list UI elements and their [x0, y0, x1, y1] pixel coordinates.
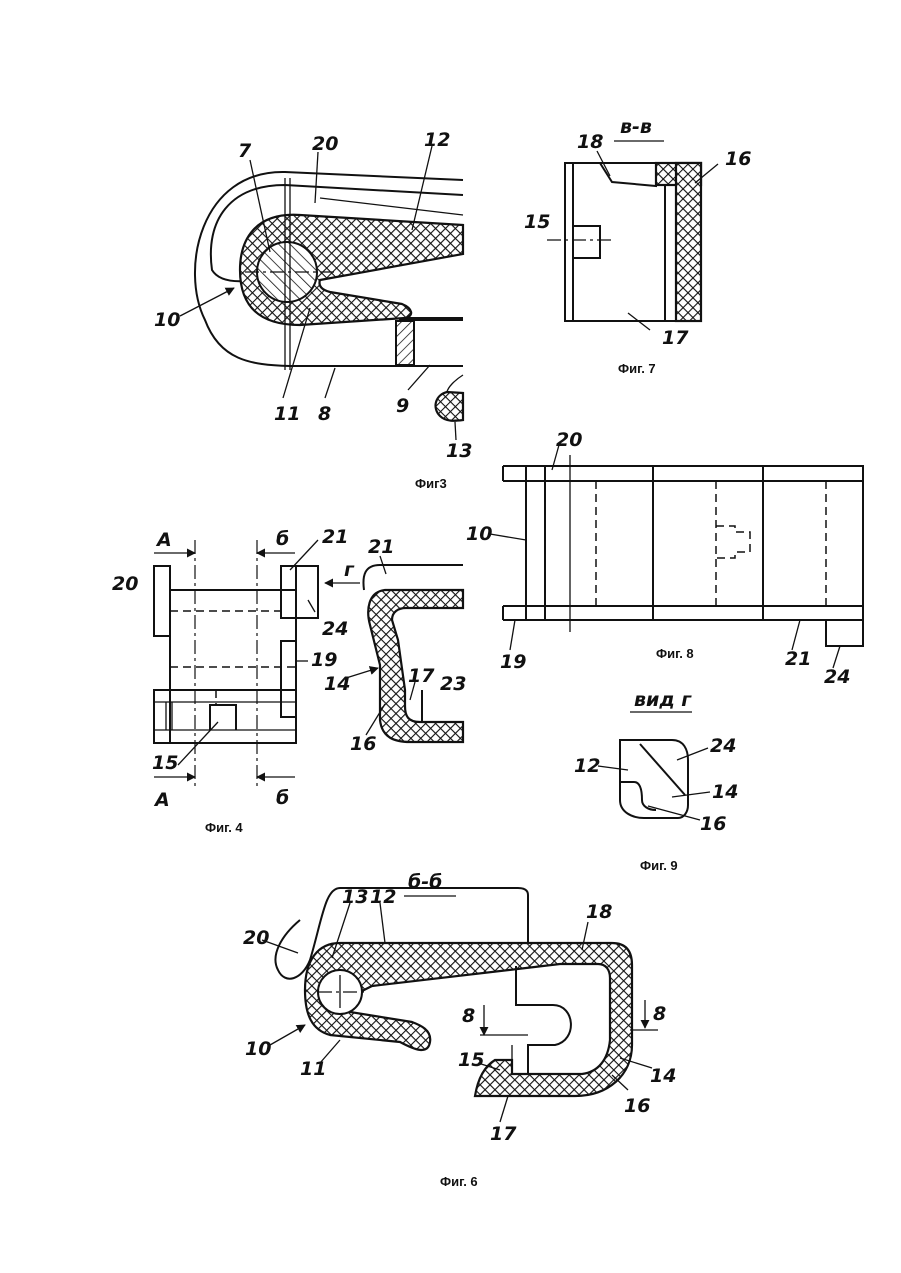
- fig4-label-b-bottom: б: [276, 787, 289, 809]
- fig6-caption: Фиг. 6: [440, 1174, 478, 1189]
- fig4-caption: Фиг. 4: [205, 820, 243, 835]
- fig8-label-20: 20: [556, 429, 582, 451]
- fig4-label-20: 20: [112, 573, 138, 595]
- fig6-label-18: 18: [586, 901, 612, 923]
- figure-7: в-в 18 16 15 17 Фиг. 7: [524, 116, 751, 376]
- fig8-label-24: 24: [824, 666, 850, 688]
- fig7-caption: Фиг. 7: [618, 361, 656, 376]
- fig8-label-19: 19: [500, 651, 526, 673]
- fig4-label-A-top: А: [155, 529, 172, 551]
- fig7-label-15: 15: [524, 211, 550, 233]
- fig4-label-A-bottom: А: [153, 789, 170, 811]
- fig5-label-14: 14: [324, 673, 350, 695]
- fig7-label-17: 17: [662, 327, 689, 349]
- figure-9: вид г 24 12 14 16 Фиг. 9: [574, 689, 738, 873]
- fig7-label-18: 18: [577, 131, 603, 153]
- fig9-label-16: 16: [700, 813, 726, 835]
- fig3-label-9: 9: [396, 395, 409, 417]
- fig3-label-11: 11: [274, 403, 300, 425]
- fig4-label-g: г: [344, 559, 355, 581]
- fig3-label-13: 13: [446, 440, 472, 462]
- fig4-label-24: 24: [322, 618, 348, 640]
- fig6-label-20: 20: [243, 927, 269, 949]
- fig4-label-19: 19: [311, 649, 337, 671]
- fig6-label-8-left: 8: [462, 1005, 475, 1027]
- fig3-label-7: 7: [238, 140, 252, 162]
- fig6-label-16: 16: [624, 1095, 650, 1117]
- fig6-label-12: 12: [370, 886, 396, 908]
- fig8-label-10: 10: [466, 523, 492, 545]
- fig8-label-21: 21: [785, 648, 811, 670]
- fig5-label-23: 23: [440, 673, 466, 695]
- fig5-label-17: 17: [408, 665, 435, 687]
- fig6-label-13: 13: [342, 886, 368, 908]
- fig6-label-10: 10: [245, 1038, 271, 1060]
- figure-3: 7 20 12 10 11 8 9 13 Фиг3: [154, 129, 472, 491]
- fig3-label-10: 10: [154, 309, 180, 331]
- fig9-label-12: 12: [574, 755, 600, 777]
- fig6-label-11: 11: [300, 1058, 326, 1080]
- figure-6: б-б 13 12 18 20 8 8 10 11 15 14 16 17: [243, 871, 676, 1189]
- fig6-label-14: 14: [650, 1065, 676, 1087]
- fig4-label-15: 15: [152, 752, 178, 774]
- fig3-caption: Фиг3: [415, 476, 447, 491]
- fig6-label-17: 17: [490, 1123, 517, 1145]
- fig3-label-20: 20: [312, 133, 338, 155]
- fig9-label-24: 24: [710, 735, 736, 757]
- fig3-label-12: 12: [424, 129, 450, 151]
- fig4-label-b-top: б: [276, 528, 289, 550]
- fig5-label-21: 21: [368, 536, 394, 558]
- fig6-label-8-right: 8: [653, 1003, 666, 1025]
- fig4-label-21: 21: [322, 526, 348, 548]
- figure-8: 20 10 19 21 24 Фиг. 8: [466, 429, 863, 688]
- fig9-caption: Фиг. 9: [640, 858, 678, 873]
- figure-4: А б 21 г 20 24 19 15 А б Фиг. 4: [112, 526, 360, 835]
- fig8-caption: Фиг. 8: [656, 646, 694, 661]
- fig6-section-title: б-б: [408, 871, 442, 893]
- fig9-label-14: 14: [712, 781, 738, 803]
- fig7-section-title: в-в: [620, 116, 652, 138]
- fig6-label-15: 15: [458, 1049, 484, 1071]
- fig9-view-title: вид г: [634, 689, 692, 711]
- fig5-label-16: 16: [350, 733, 376, 755]
- fig3-label-8: 8: [318, 403, 331, 425]
- fig7-label-16: 16: [725, 148, 751, 170]
